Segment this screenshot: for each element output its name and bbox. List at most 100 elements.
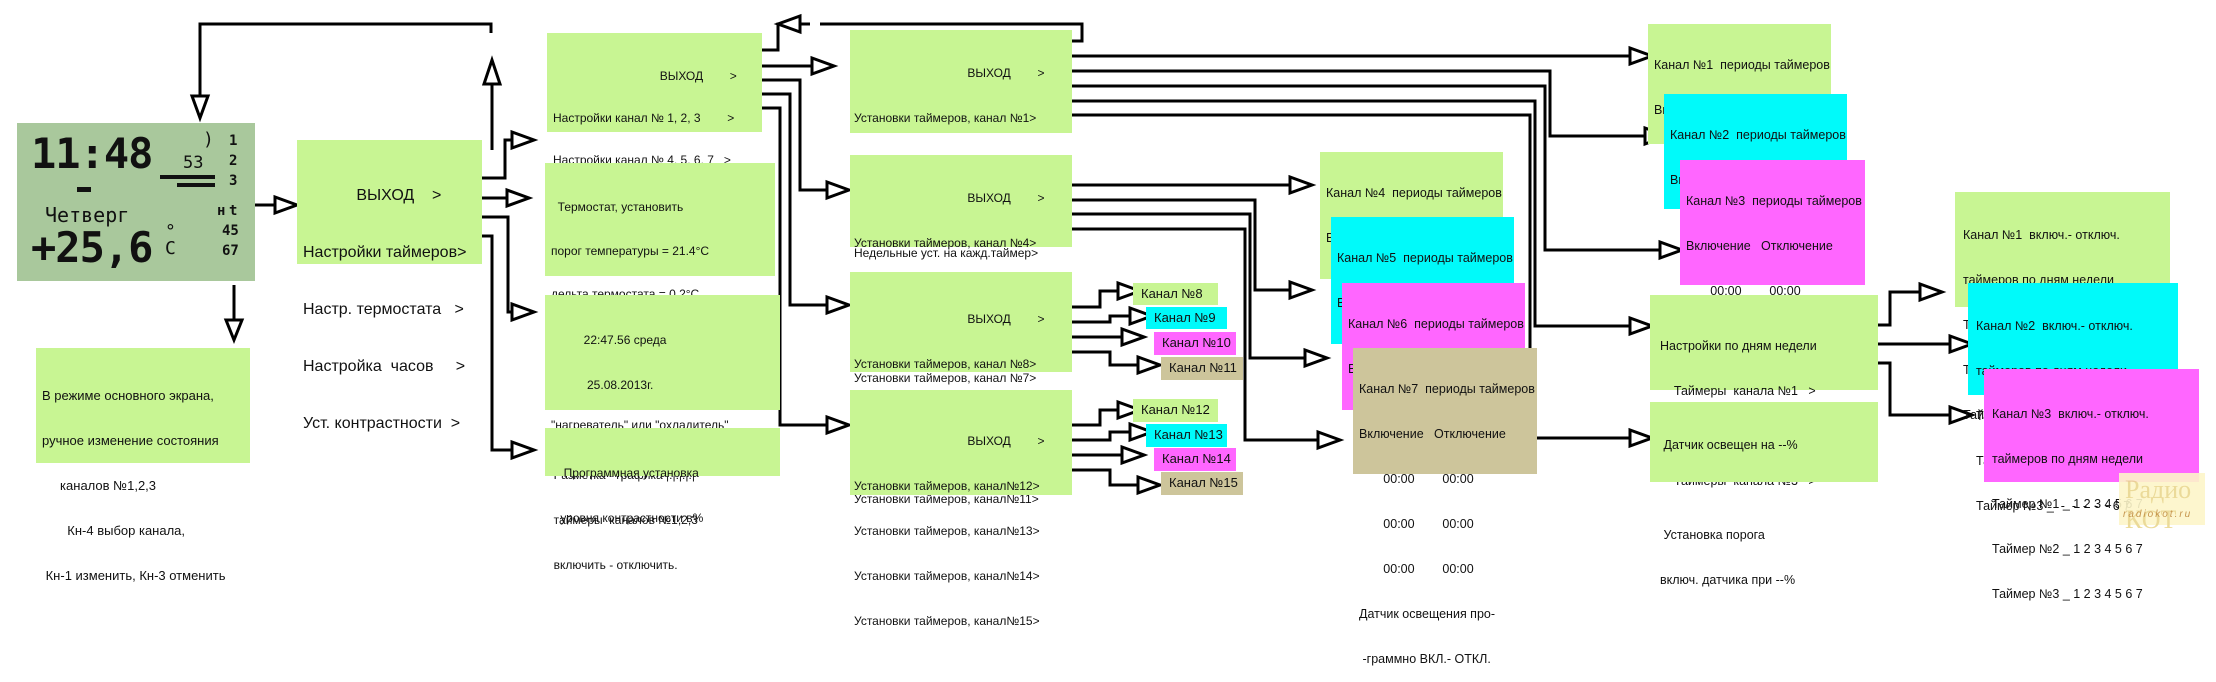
arrow-right-icon (1116, 280, 1145, 302)
lcd-mode-indicator: t (229, 203, 238, 219)
ch12-15-menu: ВЫХОД > Установки таймеров, канал№12> Ус… (850, 390, 1072, 628)
main-menu-exit[interactable]: ВЫХОД > (303, 187, 442, 204)
ch8-11-menu: ВЫХОД > Установки таймеров, канал №8> Ус… (850, 272, 1072, 506)
arrow-right-icon (1120, 326, 1149, 348)
card-subtitle: периоды таймеров (1729, 128, 1846, 142)
ch1215-ch14[interactable]: Установки таймеров, канал№14> (854, 569, 1040, 583)
card-columns: Включение Отключение (1686, 239, 1833, 253)
ch123-exit[interactable]: ВЫХОД > (854, 66, 1045, 80)
card-title: Канал №5 (1337, 251, 1397, 265)
watermark-url: radiokot.ru (2123, 509, 2193, 520)
arrow-right-icon (1658, 239, 1687, 261)
main-menu-timers[interactable]: Настройки таймеров> (303, 244, 467, 261)
channel-tag-9: Канал №9 (1146, 307, 1227, 329)
arrow-right-icon (1288, 174, 1317, 196)
arrow-right-icon (1628, 427, 1657, 449)
lcd-channel-indicator: 1 (229, 133, 238, 149)
ch123-menu: ВЫХОД > Установки таймеров, канал №1> Ус… (850, 30, 1072, 305)
ch123-weekly[interactable]: Недельные уст. на кажд.таймер> (854, 246, 1039, 260)
wire-ch123-exit-up (820, 22, 1084, 43)
channel-tag-10: Канал №10 (1154, 332, 1236, 355)
contrast-line: уровня контрастности в% (547, 511, 704, 525)
card-columns: Включение Отключение (1359, 427, 1506, 441)
card-title: Канал №1 (1654, 58, 1714, 72)
ch123-ch1[interactable]: Установки таймеров, канал №1> (854, 111, 1037, 125)
ch1215-exit[interactable]: ВЫХОД > (854, 434, 1045, 448)
arrow-right-icon (825, 179, 854, 201)
wire-wd3 (1878, 361, 1960, 417)
ch1215-ch15[interactable]: Установки таймеров, канал№15> (854, 614, 1040, 628)
weekday-card-line: Канал №2 включ.- отключ. (1976, 319, 2133, 333)
clock-line: таймеры каналов №1,2,3 (547, 513, 698, 527)
channel-tag-12: Канал №12 (1133, 399, 1218, 422)
wire-weekly (1072, 99, 1640, 328)
ch811-ch8[interactable]: Установки таймеров, канал №8> (854, 357, 1037, 371)
channel-tag-15: Канал №15 (1161, 472, 1243, 495)
card-subtitle: периоды таймеров (1396, 251, 1513, 265)
wire-ch6 (1072, 212, 1315, 360)
timers-menu-exit[interactable]: ВЫХОД > (553, 69, 737, 83)
thermostat-line: Термостат, установить (551, 200, 684, 214)
lcd-digits: 45 (222, 223, 239, 239)
arrow-left-icon (773, 13, 802, 35)
arrow-right-icon (1628, 45, 1657, 67)
card-time-row: 00:00 00:00 (1359, 517, 1474, 531)
ch4567-menu: ВЫХОД > Установки таймеров, канал №4> Ус… (850, 155, 1072, 385)
lcd-channel-indicator: 3 (229, 173, 238, 189)
watermark-title: Радио КОТ (2125, 475, 2192, 534)
arrow-right-icon (510, 439, 539, 461)
wire-tm-to-ch811 (762, 92, 835, 307)
clock-screen: 22:47.56 среда 25.08.2013г. Разметка - г… (545, 295, 780, 572)
main-menu-contrast[interactable]: Уст. контрастности > (303, 415, 461, 432)
wire-ch3 (1072, 84, 1670, 252)
wire-paths (198, 22, 1960, 487)
period-card-ch7: Канал №7 периоды таймеров Включение Откл… (1353, 348, 1537, 666)
ch811-exit[interactable]: ВЫХОД > (854, 312, 1045, 326)
wire-ch5 (1072, 198, 1300, 292)
wire-main-to-contrast (482, 234, 525, 452)
lcd-main-screen: 11:48 ) 53 Четверг +25,6 ° C 1 2 3 н t 4… (17, 123, 255, 281)
wire-ch11 (1072, 350, 1145, 367)
note-line: Кн-1 изменить, Кн-3 отменить (42, 568, 226, 583)
arrow-right-icon (273, 194, 302, 216)
weekday-menu-ch1[interactable]: Таймеры канала №1 > (1660, 384, 1816, 398)
main-menu-thermostat[interactable]: Настр. термостата > (303, 301, 464, 318)
wire-exit-to-lcd (198, 22, 493, 110)
contrast-line: Программная установка (547, 466, 699, 480)
wire-ch8 (1072, 289, 1125, 309)
ch811-ch11[interactable]: Установки таймеров, канал№11> (854, 492, 1039, 506)
arrow-right-icon (1918, 281, 1947, 303)
ch4567-exit[interactable]: ВЫХОД > (854, 191, 1045, 205)
card-sensor-line: -граммно ВКЛ.- ОТКЛ. (1359, 652, 1491, 666)
channel-tag-14: Канал №14 (1154, 448, 1236, 471)
arrow-right-icon (1303, 347, 1332, 369)
lcd-temperature: +25,6 (31, 223, 153, 272)
clock-date: 25.08.2013г. (547, 378, 654, 392)
lcd-mode-indicator: н (217, 203, 226, 219)
main-screen-note: В режиме основного экрана, ручное измене… (36, 348, 250, 583)
arrow-right-icon (1128, 305, 1157, 327)
arrow-right-icon (1120, 444, 1149, 466)
ch1215-ch13[interactable]: Установки таймеров, канал№13> (854, 524, 1040, 538)
weekday-card-line: Канал №3 включ.- отключ. (1992, 407, 2149, 421)
channel-tag-8: Канал №8 (1133, 283, 1218, 305)
card-title: Канал №6 (1348, 317, 1408, 331)
arrow-right-icon (1128, 421, 1157, 443)
wire-main-to-clock (482, 215, 525, 314)
lcd-bar (160, 175, 215, 179)
moon-icon: ) (203, 129, 214, 150)
weekday-card-line: Таймер №2 _ 1 2 3 4 5 6 7 (1992, 542, 2143, 556)
timers-menu-ch123[interactable]: Настройки канал № 1, 2, 3 > (553, 111, 735, 125)
main-menu-clock[interactable]: Настройка часов > (303, 358, 466, 375)
arrow-right-icon (510, 129, 539, 151)
main-menu: ВЫХОД > Настройки таймеров> Настр. термо… (297, 140, 482, 432)
thermostat-threshold: порог температуры = 21.4°C (551, 243, 710, 258)
ch4567-ch4[interactable]: Установки таймеров, канал №4> (854, 236, 1037, 250)
arrow-right-icon (510, 301, 539, 323)
card-time-row: 00:00 00:00 (1359, 472, 1474, 486)
ch4567-ch7[interactable]: Установки таймеров, канал №7> (854, 371, 1037, 385)
watermark-logo: Радио КОТ radiokot.ru (2119, 473, 2205, 534)
ch1215-ch12[interactable]: Установки таймеров, канал№12> (854, 479, 1040, 493)
card-sensor-line: Датчик освещения про- (1359, 607, 1496, 621)
lcd-bar (77, 187, 91, 192)
